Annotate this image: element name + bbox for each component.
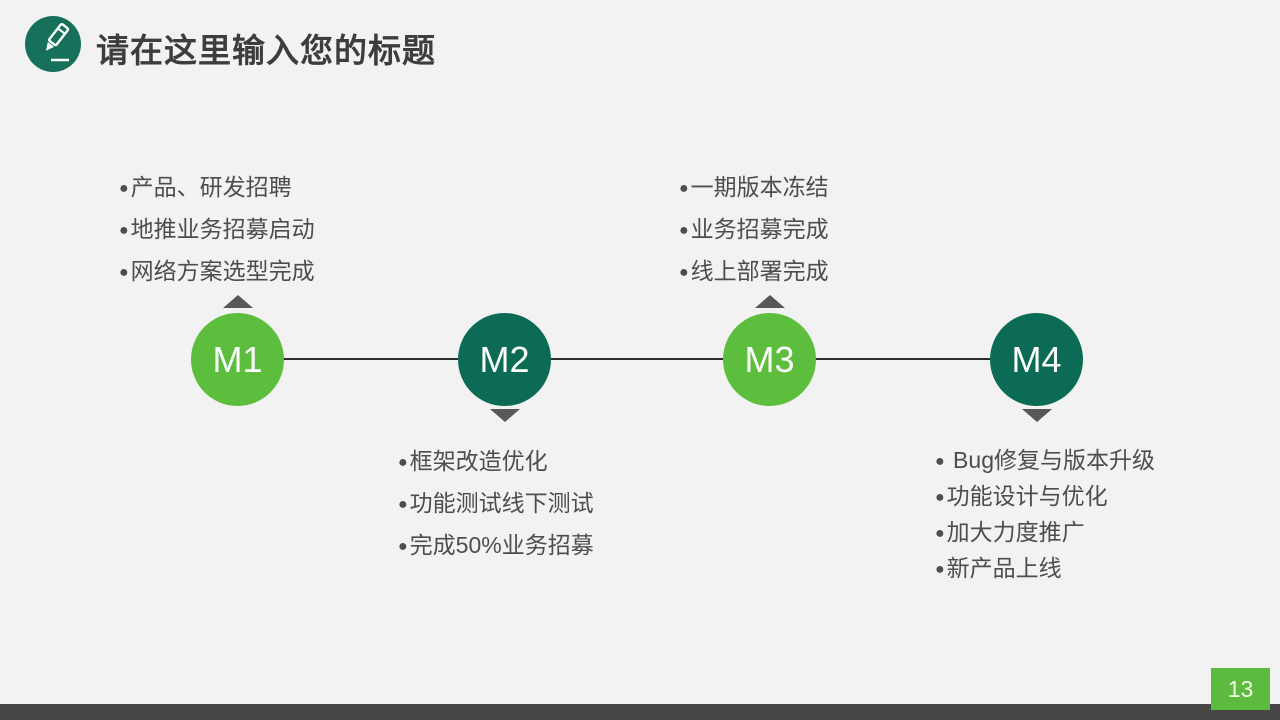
bullet-icon: ● [935,525,945,542]
list-item-text: Bug修复与版本升级 [946,447,1155,473]
list-item-text: 业务招募完成 [690,216,829,242]
arrow-up-icon-m3 [755,295,785,308]
bullet-icon: ● [119,264,129,281]
list-item-text: 框架改造优化 [409,448,548,474]
list-item-text: 加大力度推广 [946,519,1085,545]
bullet-icon: ● [119,222,129,239]
list-item: ●新产品上线 [935,551,1155,587]
list-item: ●线上部署完成 [679,251,829,293]
list-item-text: 完成50%业务招募 [409,532,594,558]
bullet-icon: ● [679,222,689,239]
page-number-badge: 13 [1211,668,1270,710]
bullet-icon: ● [679,180,689,197]
page-title: 请在这里输入您的标题 [96,32,436,69]
list-item-text: 功能设计与优化 [946,483,1108,509]
list-item: ●功能测试线下测试 [398,483,594,525]
bullet-icon: ● [935,453,945,470]
bullet-icon: ● [398,454,408,471]
list-item: ●加大力度推广 [935,515,1155,551]
list-item: ●地推业务招募启动 [119,209,315,251]
list-item: ●业务招募完成 [679,209,829,251]
list-item-text: 线上部署完成 [690,258,829,284]
milestone-node-m1: M1 [191,313,284,406]
list-item: ●功能设计与优化 [935,479,1155,515]
bullet-icon: ● [935,561,945,578]
timeline-connector-line [238,358,1037,360]
bullet-icon: ● [398,538,408,555]
arrow-down-icon-m2 [490,409,520,422]
bullet-icon: ● [119,180,129,197]
list-item-text: 网络方案选型完成 [130,258,315,284]
list-item-text: 功能测试线下测试 [409,490,594,516]
milestone-m4-item-list: ● Bug修复与版本升级 ●功能设计与优化 ●加大力度推广 ●新产品上线 [935,443,1155,587]
list-item: ●框架改造优化 [398,441,594,483]
list-item: ●产品、研发招聘 [119,167,315,209]
footer-bar [0,704,1280,720]
arrow-down-icon-m4 [1022,409,1052,422]
milestone-m1-item-list: ●产品、研发招聘 ●地推业务招募启动 ●网络方案选型完成 [119,167,315,293]
list-item: ●网络方案选型完成 [119,251,315,293]
bullet-icon: ● [935,489,945,506]
list-item: ● Bug修复与版本升级 [935,443,1155,479]
list-item: ●完成50%业务招募 [398,525,594,567]
milestone-node-m2: M2 [458,313,551,406]
list-item-text: 新产品上线 [946,555,1062,581]
list-item-text: 一期版本冻结 [690,174,829,200]
milestone-m3-item-list: ●一期版本冻结 ●业务招募完成 ●线上部署完成 [679,167,829,293]
list-item-text: 地推业务招募启动 [130,216,315,242]
list-item: ●一期版本冻结 [679,167,829,209]
arrow-up-icon-m1 [223,295,253,308]
bullet-icon: ● [679,264,689,281]
pencil-icon [24,15,82,73]
milestone-m2-item-list: ●框架改造优化 ●功能测试线下测试 ●完成50%业务招募 [398,441,594,567]
bullet-icon: ● [398,496,408,513]
list-item-text: 产品、研发招聘 [130,174,292,200]
milestone-node-m4: M4 [990,313,1083,406]
milestone-node-m3: M3 [723,313,816,406]
